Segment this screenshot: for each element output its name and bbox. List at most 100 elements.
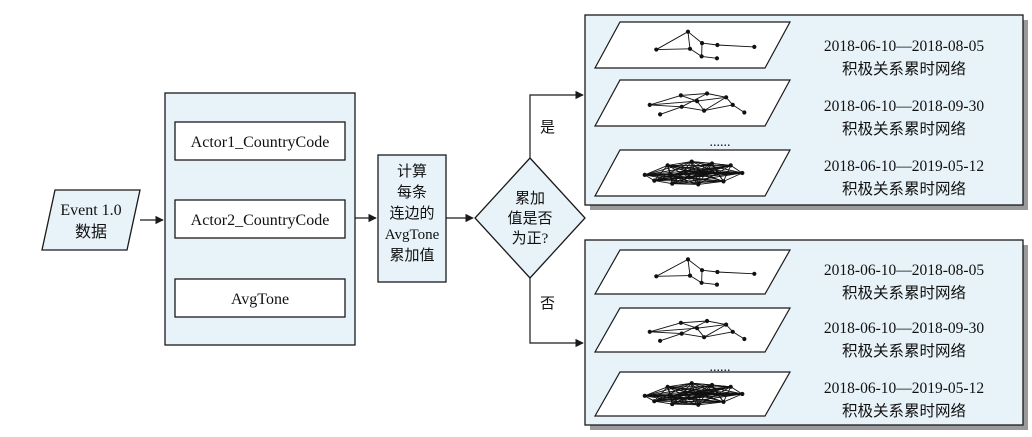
network-node xyxy=(669,393,674,398)
network-edge xyxy=(717,271,755,275)
network-node xyxy=(654,47,659,52)
network-edge xyxy=(667,386,690,399)
network-edge xyxy=(654,400,673,405)
network-edge xyxy=(653,165,668,181)
network-node xyxy=(669,172,674,177)
network-edge xyxy=(672,177,690,185)
network-node xyxy=(699,268,705,273)
compute-line-4: AvgTone xyxy=(385,227,440,243)
top-range-1: 2018-06-10—2018-08-05 xyxy=(824,38,984,55)
network-edge xyxy=(659,106,682,115)
network-edge xyxy=(685,170,699,185)
network-edge xyxy=(732,104,745,113)
network-edge xyxy=(698,393,718,406)
network-node xyxy=(714,56,720,61)
decision-line-3: 为正? xyxy=(512,230,549,247)
network-node xyxy=(652,178,657,183)
network-edge xyxy=(672,183,699,185)
top-range-3: 2018-06-10—2019-05-12 xyxy=(824,158,984,175)
positive-network-panel: ...... 2018-06-10—2018-08-05 积极关系累时网络 20… xyxy=(584,14,1028,210)
network-edge xyxy=(656,48,691,51)
network-edge xyxy=(706,320,727,326)
negative-network-slice-2 xyxy=(593,307,792,353)
network-edge xyxy=(654,386,731,402)
network-node xyxy=(721,399,726,405)
network-edge xyxy=(687,31,691,49)
network-edge xyxy=(656,31,689,50)
network-node xyxy=(670,181,675,186)
network-edge xyxy=(649,322,682,333)
field-actor2: Actor2_CountryCode xyxy=(191,212,330,229)
compute-line-3: 连边的 xyxy=(389,205,434,222)
network-edge xyxy=(704,104,733,112)
network-edge xyxy=(653,386,668,402)
network-edge xyxy=(672,172,743,185)
network-edge xyxy=(723,393,743,403)
input-data-node: Event 1.0 数据 xyxy=(41,189,141,251)
network-edge xyxy=(681,333,705,338)
network-node xyxy=(704,318,710,324)
compute-line-1: 计算 xyxy=(397,162,427,180)
field-box-actor1 xyxy=(174,121,346,161)
network-edge xyxy=(730,386,743,395)
network-node xyxy=(679,331,684,336)
decision-node: 累加 值是否 为正? xyxy=(474,157,586,279)
network-edge xyxy=(689,172,718,179)
decision-line-2: 值是否 xyxy=(507,210,552,227)
network-edge xyxy=(644,386,668,397)
network-edge xyxy=(667,382,692,388)
network-node xyxy=(683,169,688,174)
network-edge xyxy=(706,93,727,98)
field-actor1: Actor1_CountryCode xyxy=(191,134,330,151)
network-edge xyxy=(654,177,690,182)
network-edge xyxy=(681,93,708,108)
network-node xyxy=(721,179,726,184)
network-edge xyxy=(680,320,708,324)
network-node xyxy=(694,99,700,104)
network-edge xyxy=(649,94,682,106)
compute-line-5: 累加值 xyxy=(389,247,434,264)
network-node xyxy=(642,172,647,177)
bottom-range-3: 2018-06-10—2019-05-12 xyxy=(824,380,984,397)
bottom-range-2: 2018-06-10—2018-09-30 xyxy=(824,320,984,337)
network-edge xyxy=(687,259,703,271)
network-edge xyxy=(703,324,727,338)
network-node xyxy=(730,329,735,334)
slice-plane xyxy=(593,307,792,353)
top-label-3: 积极关系累时网络 xyxy=(842,180,966,198)
compute-line-2: 每条 xyxy=(397,184,427,201)
network-node xyxy=(652,399,657,404)
network-edge xyxy=(701,269,718,273)
top-label-1: 积极关系累时网络 xyxy=(842,60,966,78)
network-node xyxy=(702,335,707,340)
decision-line-1: 累加 xyxy=(515,190,545,207)
negative-network-slice-3 xyxy=(593,371,792,417)
network-node xyxy=(715,391,720,397)
network-node xyxy=(665,163,670,168)
network-node xyxy=(647,329,652,334)
network-node xyxy=(715,42,720,48)
positive-network-slice-3 xyxy=(593,149,792,197)
slice-plane xyxy=(593,249,792,295)
network-edge xyxy=(689,393,743,399)
network-edge xyxy=(701,42,718,46)
network-node xyxy=(642,393,647,398)
network-node xyxy=(683,390,688,395)
network-edge xyxy=(689,275,702,284)
network-node xyxy=(704,91,710,96)
network-edge xyxy=(730,165,743,174)
network-edge xyxy=(711,384,731,388)
network-edge xyxy=(644,164,668,176)
arrow-yes-branch xyxy=(529,90,584,158)
network-edge xyxy=(701,55,718,59)
network-edge xyxy=(703,96,727,111)
network-node xyxy=(694,326,700,331)
network-edge xyxy=(649,331,682,335)
network-edge xyxy=(701,282,718,286)
network-node xyxy=(724,322,729,327)
bottom-label-3: 积极关系累时网络 xyxy=(842,402,966,420)
network-node xyxy=(696,182,701,187)
bottom-range-1: 2018-06-10—2018-08-05 xyxy=(824,262,984,279)
network-edge xyxy=(672,403,699,406)
